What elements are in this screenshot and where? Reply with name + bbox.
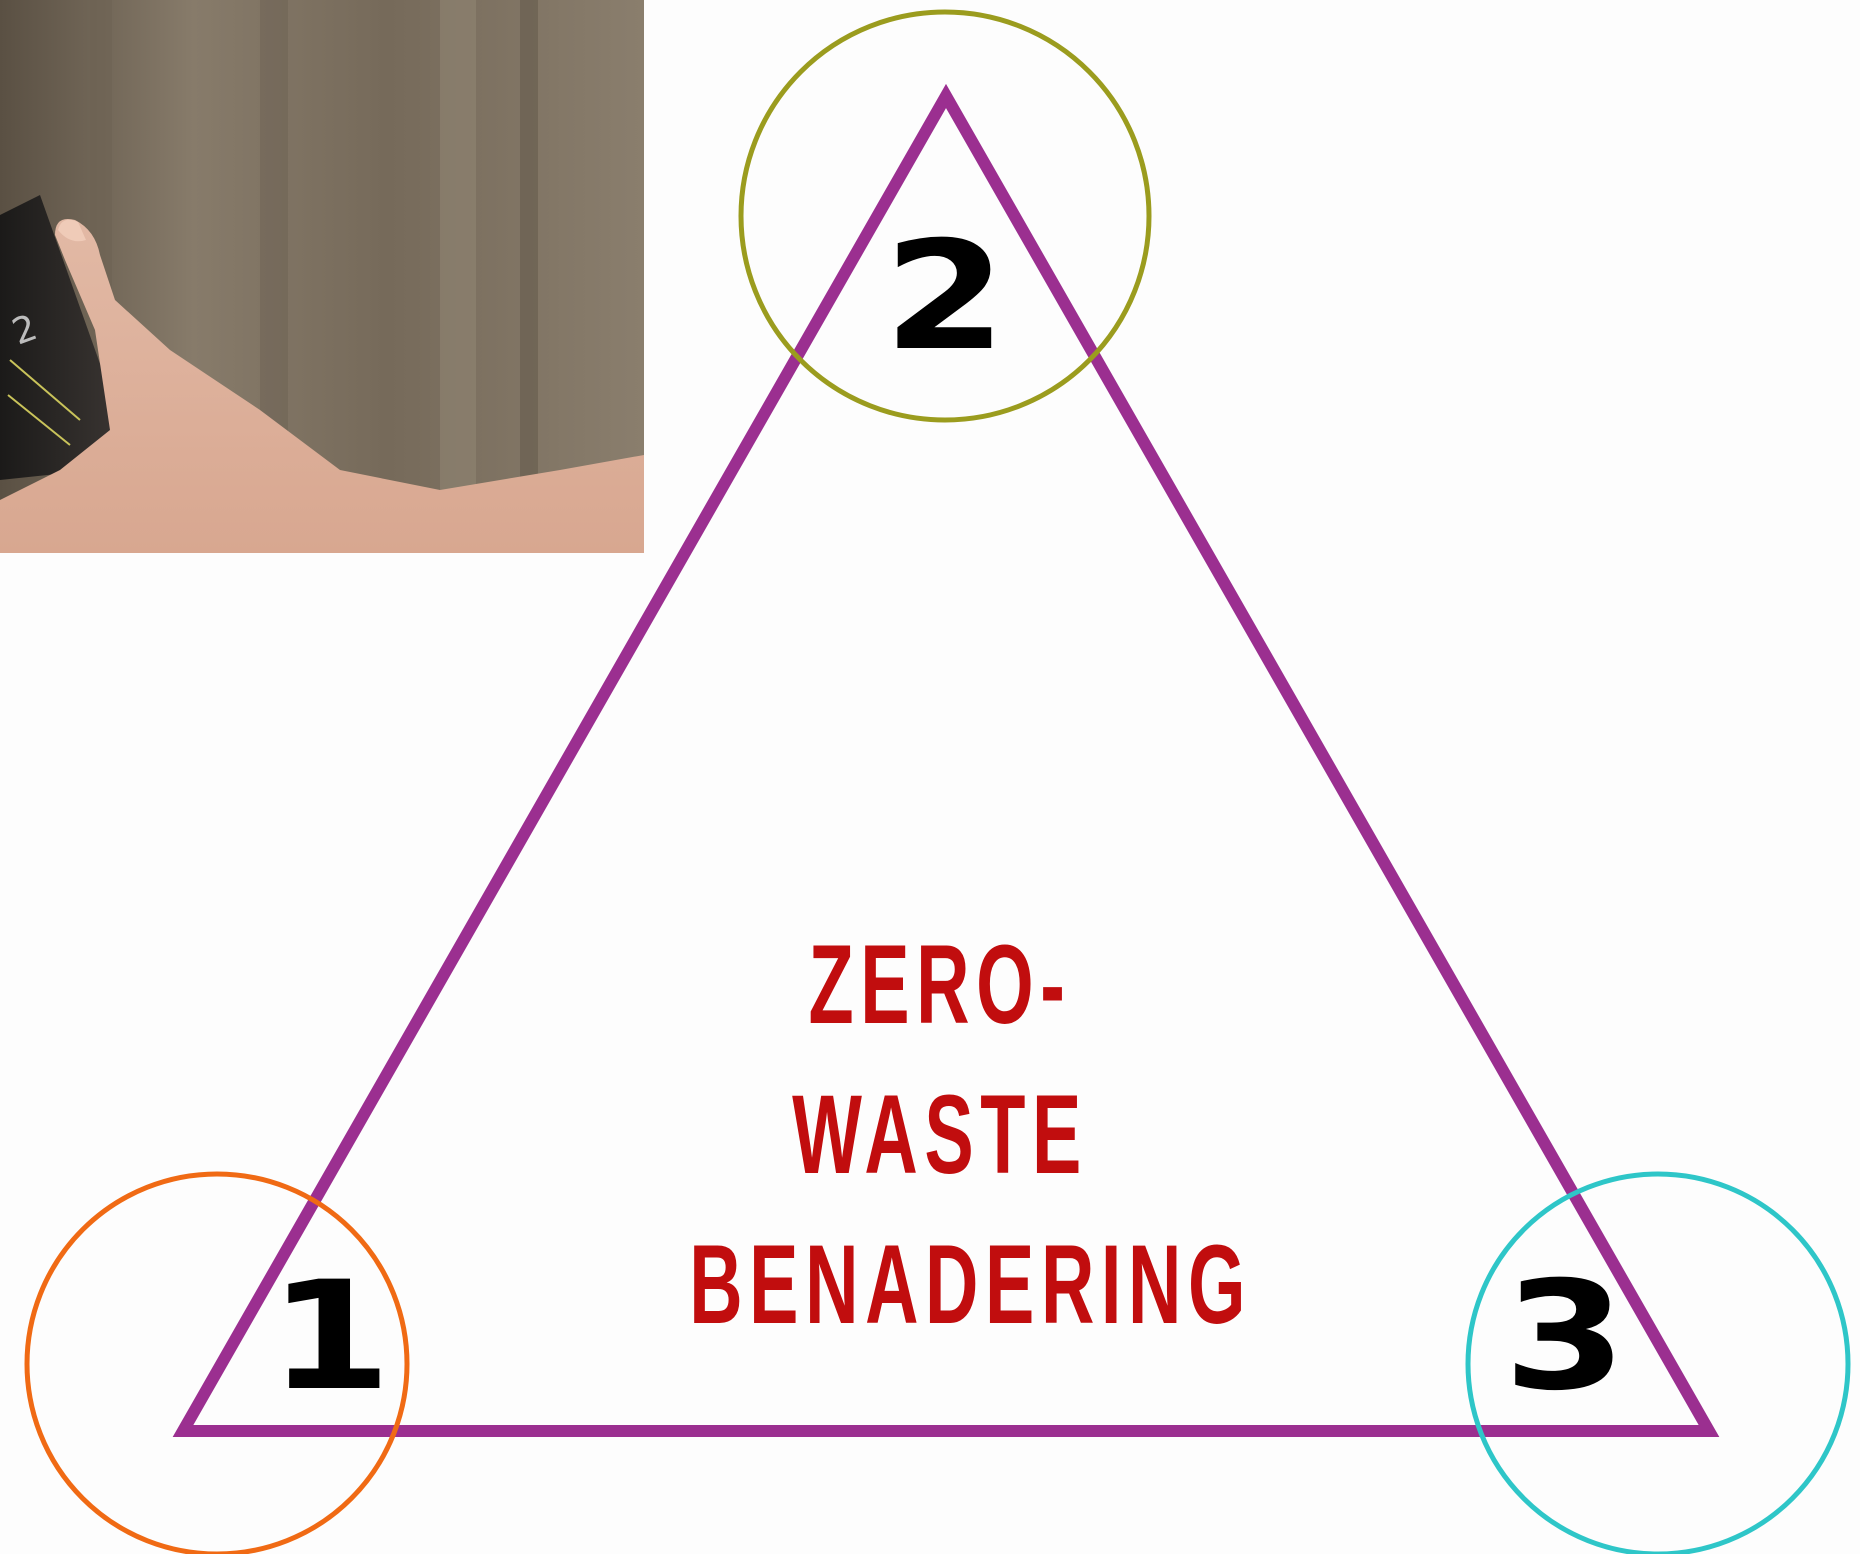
node-label-2: 2 — [868, 222, 1021, 372]
node-label-3: 3 — [1477, 1262, 1654, 1412]
diagram-title-line-2: BENADERING — [689, 1210, 1191, 1360]
diagram-title-line-1: ZERO-WASTE — [689, 910, 1191, 1210]
diagram-title: ZERO-WASTE BENADERING — [689, 910, 1191, 1360]
node-label-1: 1 — [253, 1262, 406, 1412]
